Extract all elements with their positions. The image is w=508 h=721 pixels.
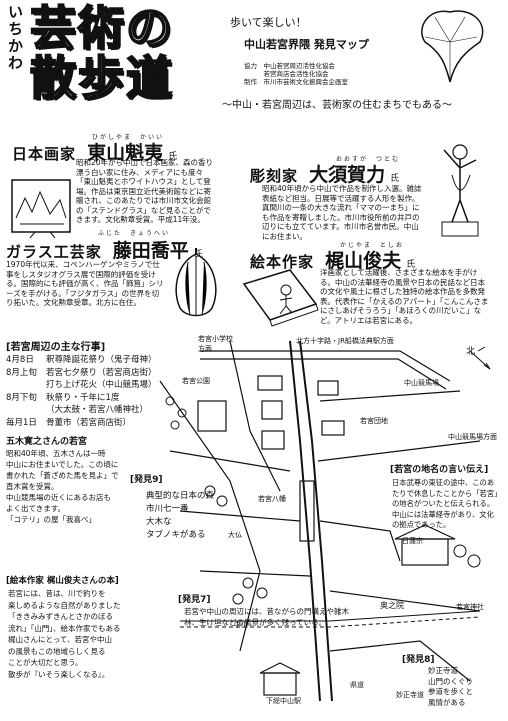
map-label-north: 北 bbox=[466, 347, 476, 357]
intro-credits: 協力 中山若宮周辺活性化協会 若宮商店会活性化協会 制作 市川市芸術文化振興会企… bbox=[244, 62, 348, 86]
map-label-route: 県道 bbox=[350, 681, 364, 689]
map-label-daibutsu: 大仏 bbox=[228, 531, 242, 539]
events-title: [若宮周辺の主な行事] bbox=[6, 342, 106, 353]
map-label-myoshoji: 妙正寺道 bbox=[396, 691, 424, 699]
kajiyama-note-body: 若宮には、昔は、川で釣りを 楽しめるような自然がありました 「ききみみずきんとさ… bbox=[8, 589, 121, 679]
statue-illustration bbox=[441, 144, 479, 237]
intro-line2: 中山若宮界隈 発見マップ bbox=[244, 38, 369, 51]
map-label-school: 若宮小学校 bbox=[198, 335, 233, 343]
place-names-title: [若宮の地名の言い伝え] bbox=[390, 465, 489, 475]
memo-title: 五木寛之さんの若宮 bbox=[6, 437, 88, 447]
memo-body: 昭和40年頃、五木さんは一時 中山にお住まいでした。この頃に 書かれた「蒼ざめた… bbox=[6, 449, 119, 524]
kajiyama-note-title: [絵本作家 梶山俊夫さんの本] bbox=[6, 576, 119, 586]
map-label-oku-no-in: 奥之院 bbox=[380, 601, 404, 610]
ruby-higashiyama: ひがしやま かいい bbox=[92, 134, 164, 141]
area-map bbox=[159, 340, 491, 702]
title-side: いちかわ bbox=[6, 4, 24, 72]
event-item: 4月8日釈尊降誕花祭り（鬼子母神） bbox=[6, 355, 157, 365]
event-item: 8月下旬秋祭り・千年に1度 bbox=[6, 392, 120, 403]
artist-fujita-heading: ガラス工芸家 藤田喬平 氏 bbox=[6, 240, 203, 262]
discovery-9-title: [発見9] bbox=[130, 475, 163, 485]
title-line1: 芸術の bbox=[29, 1, 174, 55]
map-label-shrine-area: 若宮団地 bbox=[360, 417, 388, 425]
higashiyama-painting-illustration bbox=[11, 179, 71, 238]
bio-higashiyama: 昭和20年から中山で日本画家、森の香り漂う白い家に住み、メディアにも度々「東山魁… bbox=[76, 158, 214, 224]
event-item: 打ち上げ花火（中山競馬場） bbox=[46, 380, 157, 390]
ginkgo-leaf-illustration bbox=[421, 10, 484, 83]
intro-tagline: 〜中山・若宮周辺は、芸術家の住むまちでもある〜 bbox=[222, 100, 452, 111]
discovery-8-title: [発見8] bbox=[402, 655, 435, 665]
map-label-hokuhoku: 北方十字路・JR船橋法典駅方面 bbox=[296, 337, 394, 345]
artist-ohsu-heading: 彫刻家 大須賀力 氏 bbox=[250, 164, 400, 186]
intro-line1: 歩いて楽しい！ bbox=[230, 16, 307, 29]
glass-vase-illustration bbox=[175, 248, 217, 317]
discovery-9-body: 典型的な日本の森 市川七一番 大木な タブノキがある bbox=[146, 491, 215, 540]
map-label-race: 中山競馬場 bbox=[404, 379, 439, 387]
events-list: 4月8日釈尊降誕花祭り（鬼子母神） 8月上旬若宮七夕祭り（若宮商店街） 打ち上げ… bbox=[6, 354, 176, 429]
map-label-race-direction: 中山競馬場方面 bbox=[448, 433, 497, 441]
map-label-hall: 日蓮宗 bbox=[402, 537, 423, 545]
map-label-hachiman: 若宮八幡 bbox=[258, 495, 286, 503]
bio-ohsu: 昭和40年頃から中山で作品を制作し入選。雑誌表紙など担当。日展等で活躍する人形を… bbox=[262, 184, 422, 241]
ruby-kajiyama: かじやま としお bbox=[340, 242, 405, 249]
ruby-ohsu: おおすが つとむ bbox=[336, 156, 401, 163]
bio-fujita: 1970年代以来、コペンハーゲンやミラノで仕事をしスタジオグラス展で国際的評価を… bbox=[6, 260, 164, 307]
bio-kajiyama: 洋画家として活躍後、さまざまな絵本を手がける。中山の法華経寺の風景や日本の民話な… bbox=[320, 268, 489, 325]
map-label-school-dir: 方面 bbox=[198, 345, 212, 353]
artist-higashiyama-heading: 日本画家 東山魁夷 氏 bbox=[12, 142, 178, 164]
picture-book-illustration bbox=[242, 269, 319, 327]
event-item: （大太鼓・若宮八幡神社） bbox=[46, 405, 149, 415]
map-label-town: 中山 bbox=[234, 621, 248, 629]
discovery-8-body: 妙正寺道 山門のくぐり 参道を歩くと 風情がある bbox=[428, 666, 473, 707]
map-label-station: 下総中山駅 bbox=[266, 697, 301, 705]
artist-kajiyama-heading: 絵本作家 梶山俊夫 氏 bbox=[250, 250, 416, 272]
map-label-wakamiya-jinja: 若宮神社 bbox=[456, 603, 484, 611]
discovery-7-title: [発見7] bbox=[178, 595, 211, 605]
place-names-body: 日本武尊の東征の途中、このあたりで休息したことから「若宮」の地名がついたと伝えら… bbox=[392, 478, 498, 529]
ruby-fujita: ふじた きょうへい bbox=[98, 230, 171, 237]
map-label-park: 若宮公園 bbox=[182, 377, 210, 385]
event-item: 8月上旬若宮七夕祭り（若宮商店街） bbox=[6, 367, 157, 378]
event-item: 毎月1日骨董市（若宮商店街） bbox=[6, 417, 132, 428]
title-line2: 散歩道 bbox=[29, 51, 174, 105]
discovery-7-body: 若宮や中山の周辺には、昔ながらの門構えや雑木林、生け垣などの風景が多く残っている… bbox=[184, 607, 349, 627]
